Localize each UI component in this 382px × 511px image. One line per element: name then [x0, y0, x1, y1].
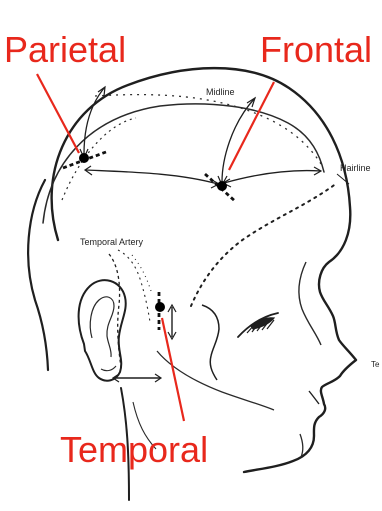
upper-contour-1	[43, 104, 324, 223]
upper-contour-2	[62, 118, 136, 200]
ear-inner-line	[90, 297, 114, 357]
edge-fragment-label: Te	[371, 360, 380, 369]
temporal-artery-branch-1	[118, 250, 150, 322]
frontal-label: Frontal	[260, 29, 372, 70]
temporal-label: Temporal	[60, 429, 208, 470]
hairline-label: Hairline	[340, 163, 371, 173]
frontal-hairline-arc	[224, 171, 321, 183]
temporal-artery-label: Temporal Artery	[80, 237, 144, 247]
ear-icon	[79, 280, 126, 381]
frontal-midline-arc	[222, 98, 255, 182]
frontal-midline-arrowheads	[218, 98, 255, 185]
midline-label: Midline	[206, 87, 235, 97]
cheek-line	[202, 305, 219, 380]
temporal-artery-branch-2	[132, 255, 151, 291]
frontal-point	[217, 181, 227, 191]
earlobe-line	[101, 366, 116, 371]
parietal-midline-arc	[84, 87, 105, 154]
nose-line	[299, 262, 321, 345]
parietal-callout-line	[37, 74, 79, 153]
lip-line	[309, 391, 319, 404]
parietal-hairline-arrowheads	[85, 166, 219, 188]
parietal-point	[79, 153, 89, 163]
parietal-label: Parietal	[4, 29, 126, 70]
temporal-point	[155, 302, 165, 312]
midline-line	[95, 95, 321, 164]
parietal-hairline-arc	[86, 170, 218, 184]
hairline-line	[191, 183, 337, 306]
chin-line	[300, 434, 303, 457]
temporal-callout-line	[162, 318, 184, 421]
